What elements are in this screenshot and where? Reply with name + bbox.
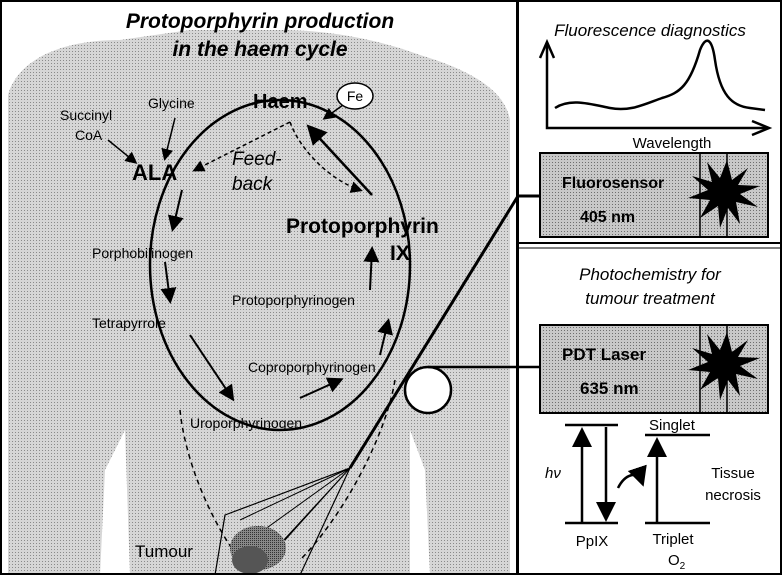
label-tetrapyrrole: Tetrapyrrole (92, 315, 166, 331)
label-necrosis: necrosis (705, 487, 761, 504)
label-tissue: Tissue (711, 465, 755, 482)
label-ix: IX (390, 242, 410, 265)
pdt-laser-wavelength: 635 nm (580, 379, 639, 398)
label-ala: ALA (132, 160, 177, 185)
label-haem: Haem (253, 91, 307, 113)
label-uroporphyrinogen: Uroporphyrinogen (190, 415, 302, 431)
left-title-line2: in the haem cycle (172, 38, 347, 61)
label-protoporphyrinogen: Protoporphyrinogen (232, 292, 355, 308)
label-coa: CoA (75, 127, 103, 143)
sampling-circle (405, 367, 451, 413)
label-back: back (232, 174, 274, 195)
tumour-blob-2 (232, 546, 268, 574)
label-ppix: PpIX (576, 533, 609, 550)
label-singlet: Singlet (649, 417, 696, 434)
pdt-laser-name: PDT Laser (562, 345, 646, 364)
fluorescence-title: Fluorescence diagnostics (554, 21, 746, 40)
label-succinyl: Succinyl (60, 107, 112, 123)
label-protoporphyrin: Protoporphyrin (286, 215, 439, 238)
spectrum-xlabel: Wavelength (633, 135, 712, 152)
label-hv: hν (545, 465, 561, 482)
spectrum-axes (547, 45, 768, 128)
photochemistry-title-line2: tumour treatment (585, 289, 716, 308)
fluorosensor-name: Fluorosensor (562, 175, 664, 192)
label-glycine: Glycine (148, 95, 195, 111)
fluorosensor-wavelength: 405 nm (580, 209, 635, 226)
label-feed: Feed- (232, 149, 282, 170)
energy-transfer-arrow (618, 475, 642, 488)
label-triplet: Triplet (652, 531, 694, 548)
label-tumour: Tumour (135, 542, 193, 561)
label-porphobilinogen: Porphobilinogen (92, 245, 193, 261)
label-coproporphyrinogen: Coproporphyrinogen (248, 359, 376, 375)
label-o2: O2 (668, 552, 686, 572)
spectrum-curve (555, 41, 765, 110)
label-fe: Fe (347, 88, 364, 104)
photochemistry-title-line1: Photochemistry for (579, 265, 722, 284)
left-title-line1: Protoporphyrin production (126, 10, 394, 33)
